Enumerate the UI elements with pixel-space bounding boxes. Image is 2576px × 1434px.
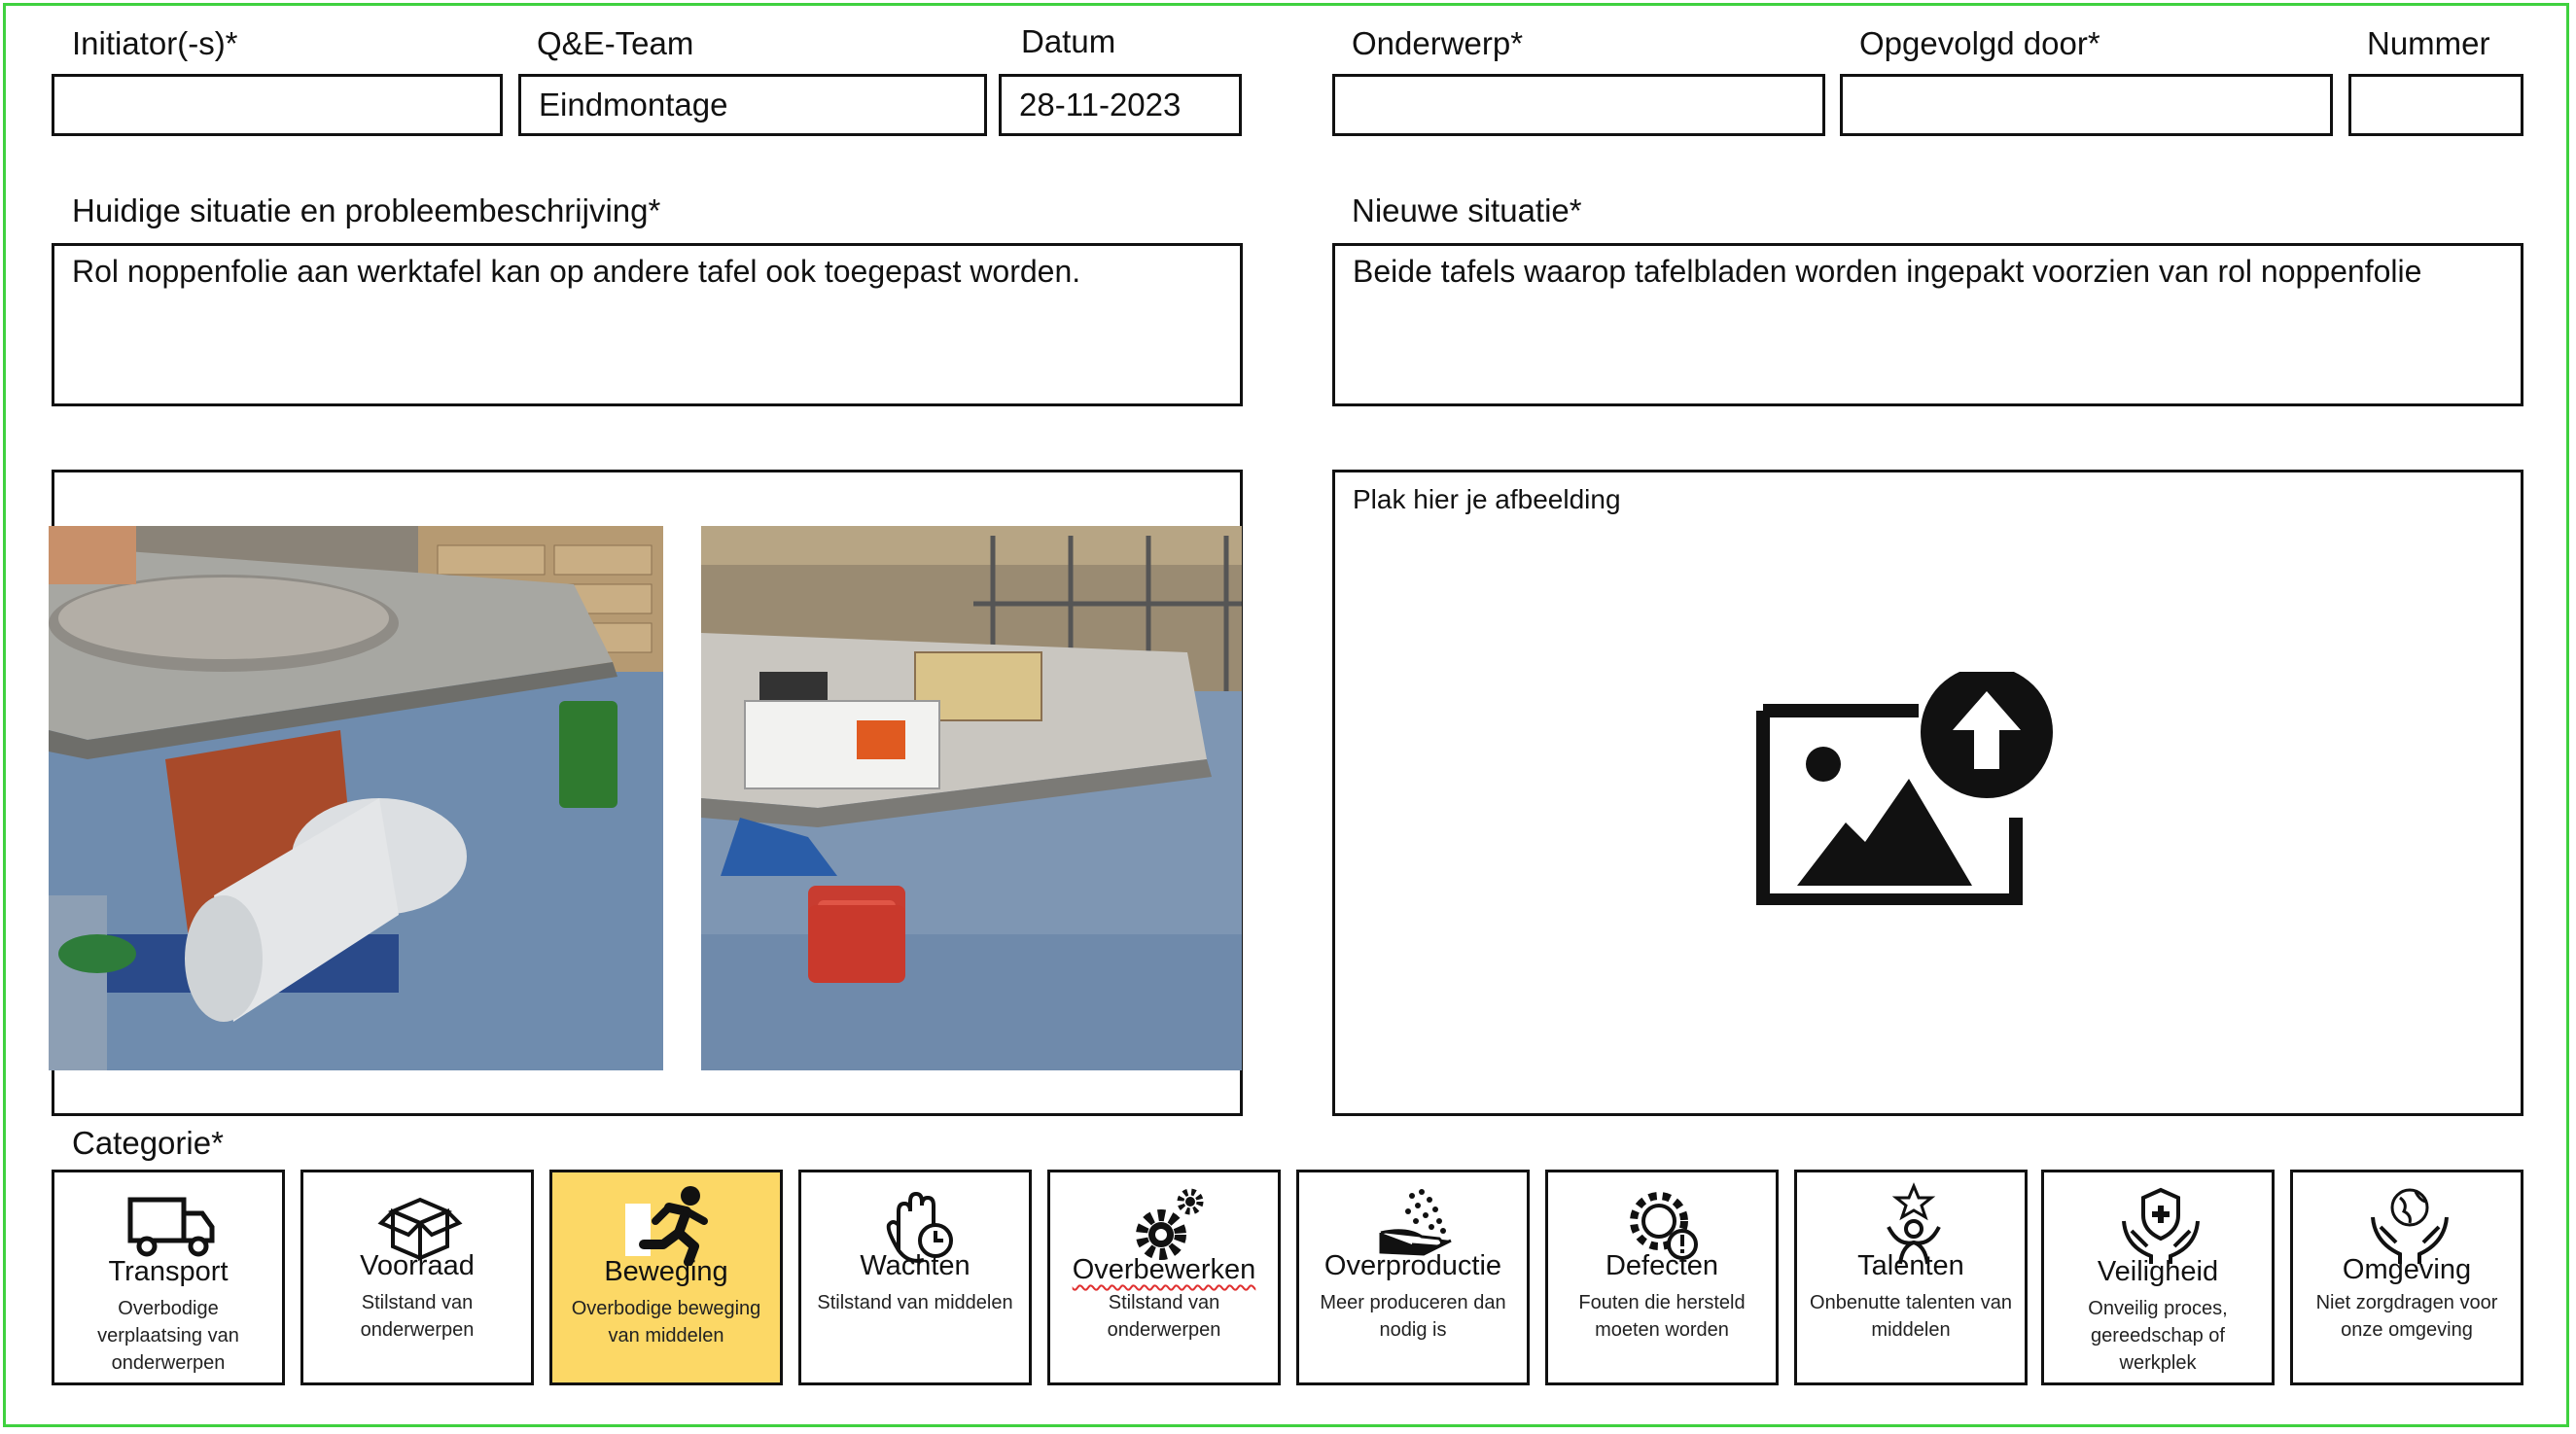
opgevolgd-field[interactable] xyxy=(1840,74,2333,136)
initiator-label: Initiator(-s)* xyxy=(72,25,238,61)
category-desc: Overbodige beweging van middelen xyxy=(571,1298,761,1347)
category-desc: Onveilig proces, gereedschap of werkplek xyxy=(2088,1298,2228,1374)
datum-value: 28-11-2023 xyxy=(1019,87,1182,122)
datum-field[interactable]: 28-11-2023 xyxy=(999,74,1242,136)
photo-second-table xyxy=(701,526,1242,1070)
new-situation-textarea[interactable]: Beide tafels waarop tafelbladen worden i… xyxy=(1332,243,2523,406)
category-title: Talenten xyxy=(1857,1250,1964,1281)
new-situation-label: Nieuwe situatie* xyxy=(1352,192,1582,228)
category-title: Omgeving xyxy=(2342,1254,2472,1285)
category-defecten[interactable]: Defecten Fouten die hersteld moeten word… xyxy=(1545,1170,1779,1385)
category-beweging[interactable]: Beweging Overbodige beweging van middele… xyxy=(549,1170,783,1385)
category-overproductie[interactable]: Overproductie Meer produceren dan nodig … xyxy=(1296,1170,1530,1385)
category-desc: Niet zorgdragen voor onze omgeving xyxy=(2315,1292,2498,1341)
category-overbewerken[interactable]: Overbewerken Stilstand van onderwerpen xyxy=(1047,1170,1281,1385)
opgevolgd-label: Opgevolgd door* xyxy=(1859,25,2100,61)
category-desc: Stilstand van onderwerpen xyxy=(360,1292,475,1341)
new-situation-text: Beide tafels waarop tafelbladen worden i… xyxy=(1353,254,2422,289)
image-paste-hint: Plak hier je afbeelding xyxy=(1353,484,1621,514)
image-upload-icon xyxy=(1756,672,2053,905)
category-title: Defecten xyxy=(1605,1250,1719,1281)
category-title: Voorraad xyxy=(360,1250,475,1281)
nummer-label: Nummer xyxy=(2367,25,2490,61)
category-desc: Stilstand van onderwerpen xyxy=(1107,1292,1221,1341)
truck-icon xyxy=(127,1197,215,1257)
team-label: Q&E-Team xyxy=(537,25,694,61)
category-title: Beweging xyxy=(604,1256,728,1287)
category-title: Transport xyxy=(108,1256,229,1287)
category-desc: Overbodige verplaatsing van onderwerpen xyxy=(97,1298,239,1374)
category-talenten[interactable]: Talenten Onbenutte talenten van middelen xyxy=(1794,1170,2028,1385)
category-title: Wachten xyxy=(860,1250,970,1281)
current-situation-text: Rol noppenfolie aan werktafel kan op and… xyxy=(72,254,1081,289)
category-wachten[interactable]: Wachten Stilstand van middelen xyxy=(798,1170,1032,1385)
category-omgeving[interactable]: Omgeving Niet zorgdragen voor onze omgev… xyxy=(2290,1170,2523,1385)
hand-dots-icon xyxy=(1379,1189,1452,1256)
current-situation-textarea[interactable]: Rol noppenfolie aan werktafel kan op and… xyxy=(52,243,1243,406)
gears-icon xyxy=(1136,1188,1204,1260)
hands-globe-icon xyxy=(2371,1188,2449,1264)
category-label: Categorie* xyxy=(72,1125,224,1161)
datum-label: Datum xyxy=(1021,23,1116,59)
category-title: Veiligheid xyxy=(2097,1256,2219,1287)
hands-shield-icon xyxy=(2122,1187,2200,1264)
onderwerp-field[interactable] xyxy=(1332,74,1825,136)
person-star-icon xyxy=(1887,1182,1941,1265)
initiator-field[interactable] xyxy=(52,74,503,136)
photo-table-with-bubble-wrap xyxy=(49,526,663,1070)
image-paste-area[interactable]: Plak hier je afbeelding xyxy=(1332,470,2523,1116)
gear-warning-icon xyxy=(1630,1192,1698,1260)
running-person-icon xyxy=(625,1186,708,1266)
category-voorraad[interactable]: Voorraad Stilstand van onderwerpen xyxy=(300,1170,534,1385)
team-field[interactable]: Eindmontage xyxy=(518,74,987,136)
hand-clock-icon xyxy=(886,1191,953,1263)
category-title: Overproductie xyxy=(1323,1250,1502,1281)
box-icon xyxy=(377,1197,463,1262)
category-desc: Meer produceren dan nodig is xyxy=(1320,1292,1506,1341)
category-transport[interactable]: Transport Overbodige verplaatsing van on… xyxy=(52,1170,285,1385)
category-desc: Fouten die hersteld moeten worden xyxy=(1578,1292,1746,1341)
category-title: Overbewerken xyxy=(1072,1254,1256,1285)
team-value: Eindmontage xyxy=(539,87,728,122)
category-desc: Onbenutte talenten van middelen xyxy=(1810,1292,2012,1341)
nummer-field[interactable] xyxy=(2348,74,2523,136)
form-frame xyxy=(3,3,2569,1427)
onderwerp-label: Onderwerp* xyxy=(1352,25,1524,61)
category-veiligheid[interactable]: Veiligheid Onveilig proces, gereedschap … xyxy=(2041,1170,2275,1385)
current-situation-label: Huidige situatie en probleembeschrijving… xyxy=(72,192,661,228)
category-desc: Stilstand van middelen xyxy=(817,1292,1013,1313)
